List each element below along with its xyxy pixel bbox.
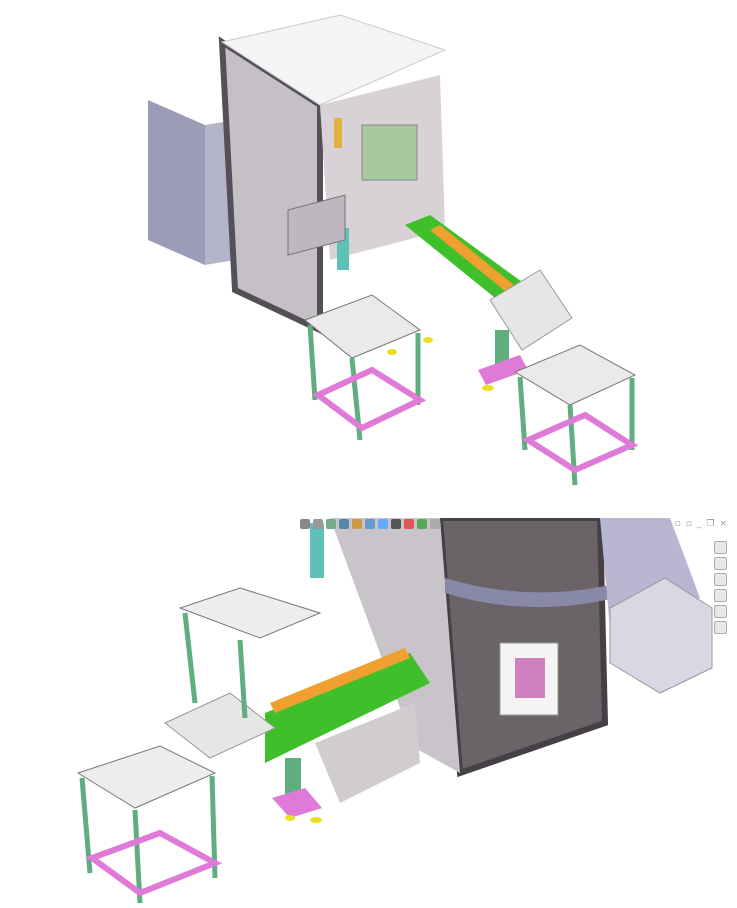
table-upper-frame: [182, 612, 248, 719]
table-lower-base: [85, 829, 223, 897]
bottom-isometric-view[interactable]: [0, 518, 737, 908]
design-library-icon[interactable]: [714, 557, 727, 570]
conveyor-rail: [270, 648, 410, 713]
support-base: [478, 355, 528, 385]
leveling-feet: [285, 815, 322, 823]
section-view-icon[interactable]: [339, 519, 349, 529]
task-pane-tabs: [714, 541, 727, 634]
tile-icon[interactable]: ▫: [674, 519, 681, 529]
view-orientation-icon[interactable]: [365, 519, 375, 529]
display-style-icon[interactable]: [378, 519, 388, 529]
tube-tray: [489, 269, 573, 351]
window: [361, 124, 418, 181]
table-left-base: [312, 366, 427, 432]
lower-cabinet: [315, 703, 420, 803]
zoom-to-fit-icon[interactable]: [300, 519, 310, 529]
leveling-feet: [387, 337, 494, 391]
side-box: [609, 577, 713, 694]
window-controls: ▫ ▫ _ ❐ ×: [675, 519, 727, 529]
side-cabinet: [148, 100, 205, 265]
enclosure-side-face: [330, 518, 460, 773]
zoom-area-icon[interactable]: [313, 519, 323, 529]
support-column: [495, 330, 509, 370]
tile-icon[interactable]: ▫: [685, 519, 692, 529]
appearances-icon[interactable]: [714, 605, 727, 618]
table-top-upper: [178, 587, 322, 639]
hide-show-icon[interactable]: [391, 519, 401, 529]
table-top-lower: [76, 745, 217, 809]
restore-icon[interactable]: ❐: [706, 519, 715, 529]
file-explorer-icon[interactable]: [714, 573, 727, 586]
minimize-icon[interactable]: _: [696, 519, 702, 529]
view-settings-icon[interactable]: [430, 519, 440, 529]
table-right-base: [521, 411, 639, 474]
stack-light: [334, 118, 342, 148]
tube-tray: [164, 692, 276, 759]
conveyor-plate: [265, 653, 430, 763]
view-toolbar: [300, 519, 440, 529]
apply-scene-icon[interactable]: [417, 519, 427, 529]
dynamic-annotation-icon[interactable]: [352, 519, 362, 529]
home-icon[interactable]: [714, 541, 727, 554]
table-top-right: [513, 344, 637, 406]
service-window-parts: [515, 658, 545, 698]
conveyor-rail: [430, 225, 520, 295]
support-base: [272, 788, 322, 818]
edit-appearance-icon[interactable]: [404, 519, 414, 529]
enclosure-top: [220, 14, 447, 106]
custom-properties-icon[interactable]: [714, 621, 727, 634]
control-box: [310, 523, 324, 578]
previous-view-icon[interactable]: [326, 519, 336, 529]
close-icon[interactable]: ×: [719, 519, 727, 529]
table-top-left: [304, 294, 422, 359]
drawer: [287, 194, 346, 256]
top-isometric-view[interactable]: [0, 0, 737, 500]
view-palette-icon[interactable]: [714, 589, 727, 602]
